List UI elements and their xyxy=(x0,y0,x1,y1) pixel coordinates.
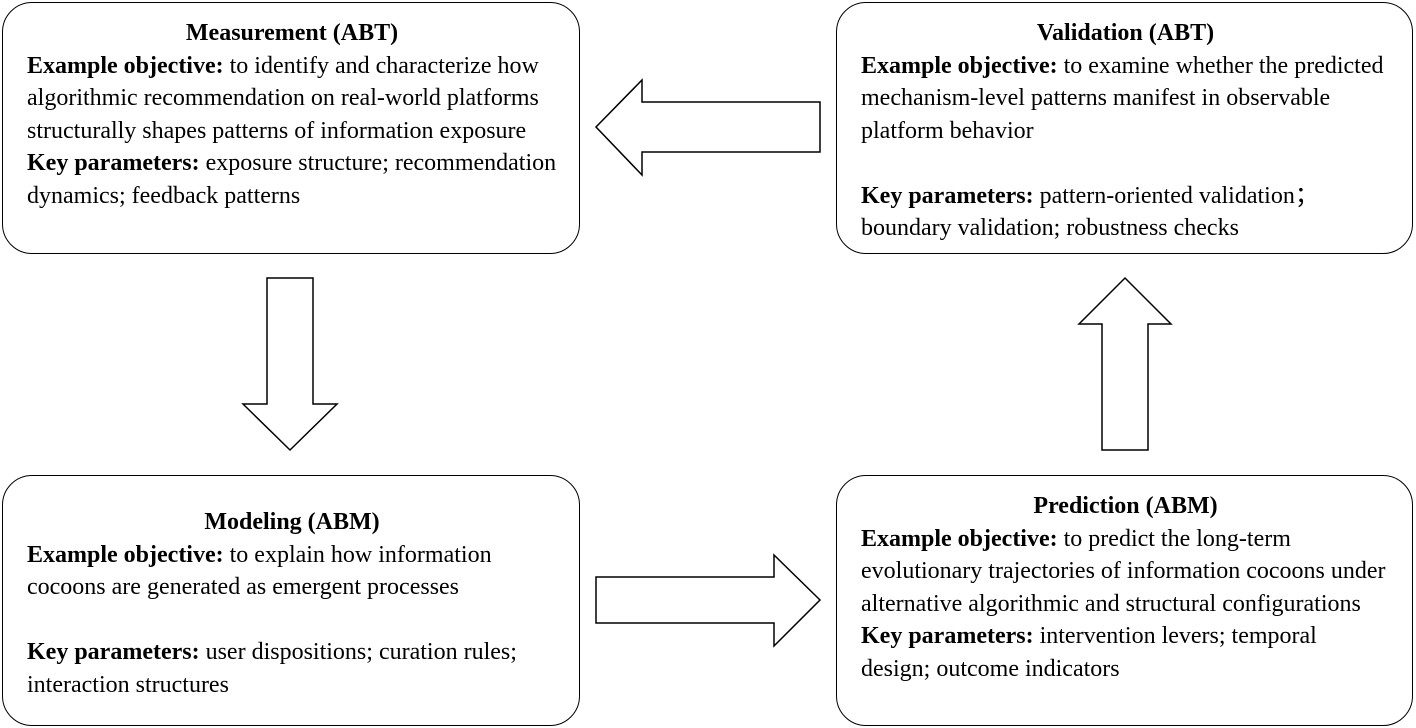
prediction-params-label: Key parameters: xyxy=(861,623,1034,649)
measurement-params-label: Key parameters: xyxy=(27,150,200,176)
modeling-params: Key parameters: user dispositions; curat… xyxy=(27,636,557,701)
modeling-params-label: Key parameters: xyxy=(27,639,200,665)
prediction-title: Prediction (ABM) xyxy=(1033,493,1218,519)
arrow-modeling-to-prediction xyxy=(595,553,822,648)
validation-objective-label: Example objective: xyxy=(861,52,1058,79)
measurement-objective-label: Example objective: xyxy=(27,52,224,79)
measurement-title: Measurement (ABT) xyxy=(185,20,399,46)
prediction-params-text: intervention levers; temporal design; ou… xyxy=(861,623,1317,682)
modeling-params-text: user dispositions; curation rules; inter… xyxy=(27,639,517,698)
prediction-params: Key parameters: intervention levers; tem… xyxy=(861,620,1390,685)
prediction-objective-text: to predict the long-term evolutionary tr… xyxy=(861,525,1386,617)
prediction-objective-label: Example objective: xyxy=(861,525,1058,552)
arrow-validation-to-measurement xyxy=(594,78,821,177)
validation-params: Key parameters: pattern-oriented validat… xyxy=(861,180,1390,245)
validation-box: Validation (ABT) Example objective: to e… xyxy=(836,2,1413,254)
arrow-prediction-to-validation xyxy=(1077,276,1173,451)
measurement-params: Key parameters: exposure structure; reco… xyxy=(27,147,557,212)
validation-objective-text: to examine whether the predicted mechani… xyxy=(861,52,1384,144)
validation-params-label: Key parameters: xyxy=(861,182,1034,209)
validation-title: Validation (ABT) xyxy=(1036,20,1215,46)
prediction-box: Prediction (ABM) Example objective: to p… xyxy=(836,475,1413,726)
measurement-params-text: exposure structure; recommendation dynam… xyxy=(27,150,557,209)
modeling-box: Modeling (ABM) Example objective: to exp… xyxy=(2,475,580,726)
modeling-objective-label: Example objective: xyxy=(27,541,224,568)
validation-params-text: pattern-oriented validation； boundary va… xyxy=(861,182,1319,242)
measurement-objective: Example objective: to identify and chara… xyxy=(27,50,557,148)
modeling-objective: Example objective: to explain how inform… xyxy=(27,539,557,604)
modeling-title: Modeling (ABM) xyxy=(204,509,380,535)
validation-objective: Example objective: to examine whether th… xyxy=(861,50,1390,148)
measurement-box: Measurement (ABT) Example objective: to … xyxy=(2,2,580,254)
validation-spacer xyxy=(861,147,1390,180)
modeling-objective-text: to explain how information cocoons are g… xyxy=(27,541,492,601)
prediction-objective: Example objective: to predict the long-t… xyxy=(861,523,1390,621)
measurement-objective-text: to identify and characterize how algorit… xyxy=(27,52,539,144)
arrow-measurement-to-modeling xyxy=(241,277,339,452)
modeling-spacer xyxy=(27,604,557,637)
